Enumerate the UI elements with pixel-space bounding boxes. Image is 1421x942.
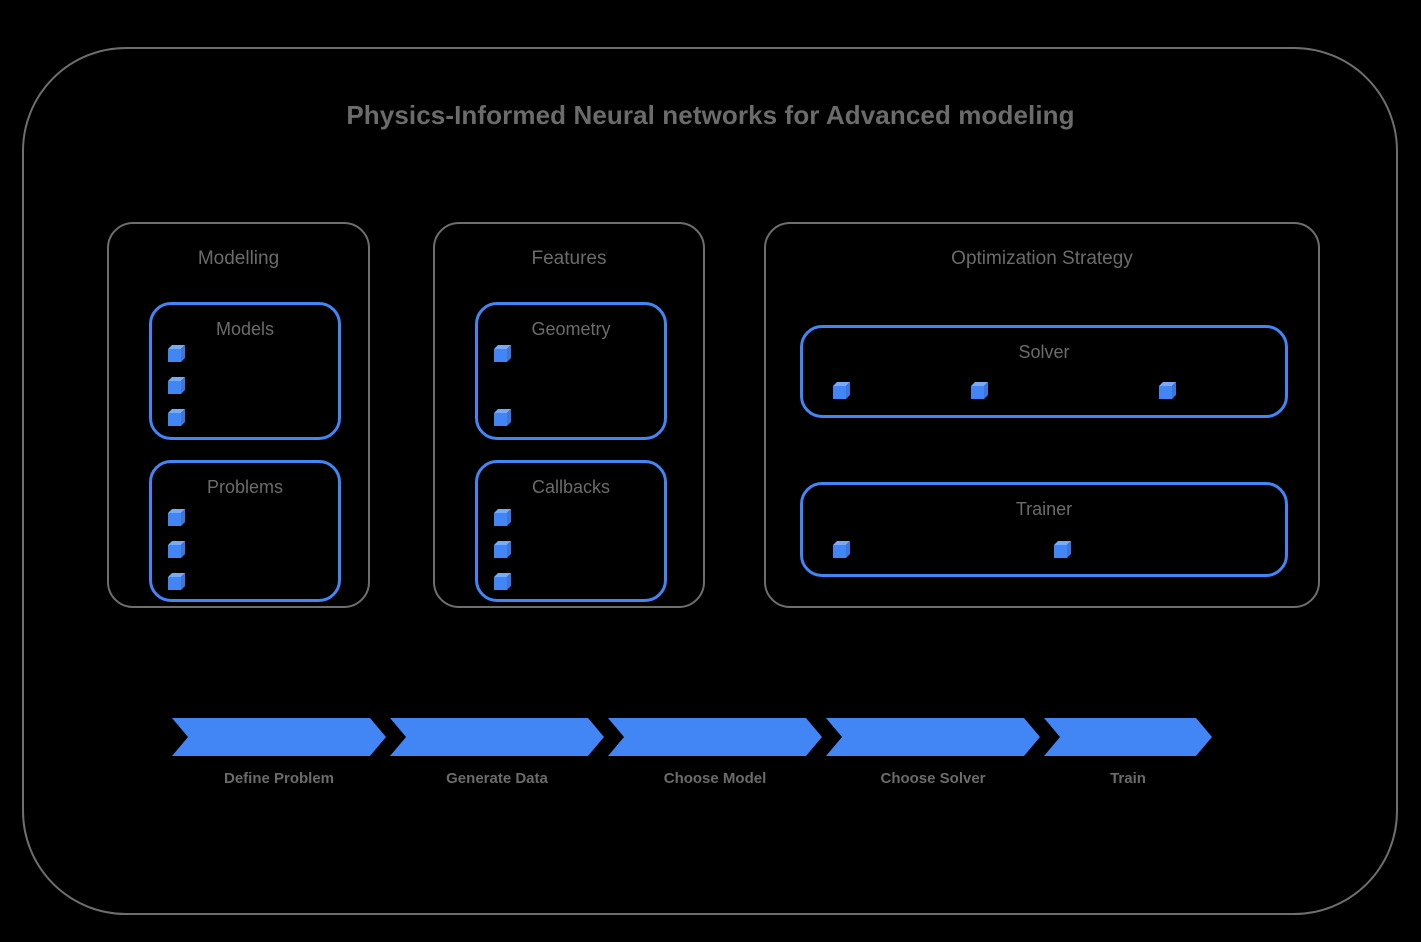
cube-icon xyxy=(1054,541,1071,558)
group-title-features: Features xyxy=(531,248,607,269)
cube-icon xyxy=(168,509,185,526)
group-title-modelling: Modelling xyxy=(197,248,280,269)
panel-title-problems: Problems xyxy=(206,477,284,497)
panel-models[interactable]: Models xyxy=(149,302,341,440)
panel-title-solver: Solver xyxy=(1018,342,1070,362)
flow-step-label: Generate Data xyxy=(446,770,548,787)
flow-step-chevron[interactable] xyxy=(826,718,1040,756)
panel-title-callbacks: Callbacks xyxy=(531,477,611,497)
group-modelling: Modelling Models Problems xyxy=(107,222,370,608)
cube-icon xyxy=(168,377,185,394)
cube-icon xyxy=(971,382,988,399)
flow-step-label: Choose Model xyxy=(663,770,767,787)
flow-step-label: Define Problem xyxy=(223,770,335,787)
outer-frame xyxy=(22,47,1398,915)
cube-icon xyxy=(168,541,185,558)
flow-step-chevron[interactable] xyxy=(172,718,386,756)
cube-icon xyxy=(833,382,850,399)
group-title-optimization-strategy: Optimization Strategy xyxy=(951,248,1133,269)
page-title: Physics-Informed Neural networks for Adv… xyxy=(346,100,1075,130)
cube-icon xyxy=(494,509,511,526)
group-optimization-strategy: Optimization Strategy Solver Trainer xyxy=(764,222,1320,608)
cube-icon xyxy=(833,541,850,558)
panel-title-models: Models xyxy=(215,319,275,339)
flow-step-label: Choose Solver xyxy=(880,770,986,787)
cube-icon xyxy=(168,345,185,362)
cube-icon xyxy=(494,573,511,590)
panel-title-trainer: Trainer xyxy=(1015,499,1073,519)
cube-icon xyxy=(494,409,511,426)
cube-icon xyxy=(494,345,511,362)
panel-title-geometry: Geometry xyxy=(531,319,611,339)
flow-step-chevron[interactable] xyxy=(390,718,604,756)
flow-step-chevron[interactable] xyxy=(608,718,822,756)
panel-trainer[interactable]: Trainer xyxy=(800,482,1288,577)
flow-step-chevron[interactable] xyxy=(1044,718,1212,756)
panel-geometry[interactable]: Geometry xyxy=(475,302,667,440)
process-flow xyxy=(172,718,1212,756)
process-flow-labels: Define Problem Generate Data Choose Mode… xyxy=(172,770,1212,796)
panel-solver[interactable]: Solver xyxy=(800,325,1288,418)
group-features: Features Geometry Callbacks xyxy=(433,222,705,608)
flow-step-label: Train xyxy=(1110,770,1146,787)
cube-icon xyxy=(168,573,185,590)
cube-icon xyxy=(494,541,511,558)
panel-callbacks[interactable]: Callbacks xyxy=(475,460,667,602)
cube-icon xyxy=(168,409,185,426)
cube-icon xyxy=(1159,382,1176,399)
panel-problems[interactable]: Problems xyxy=(149,460,341,602)
